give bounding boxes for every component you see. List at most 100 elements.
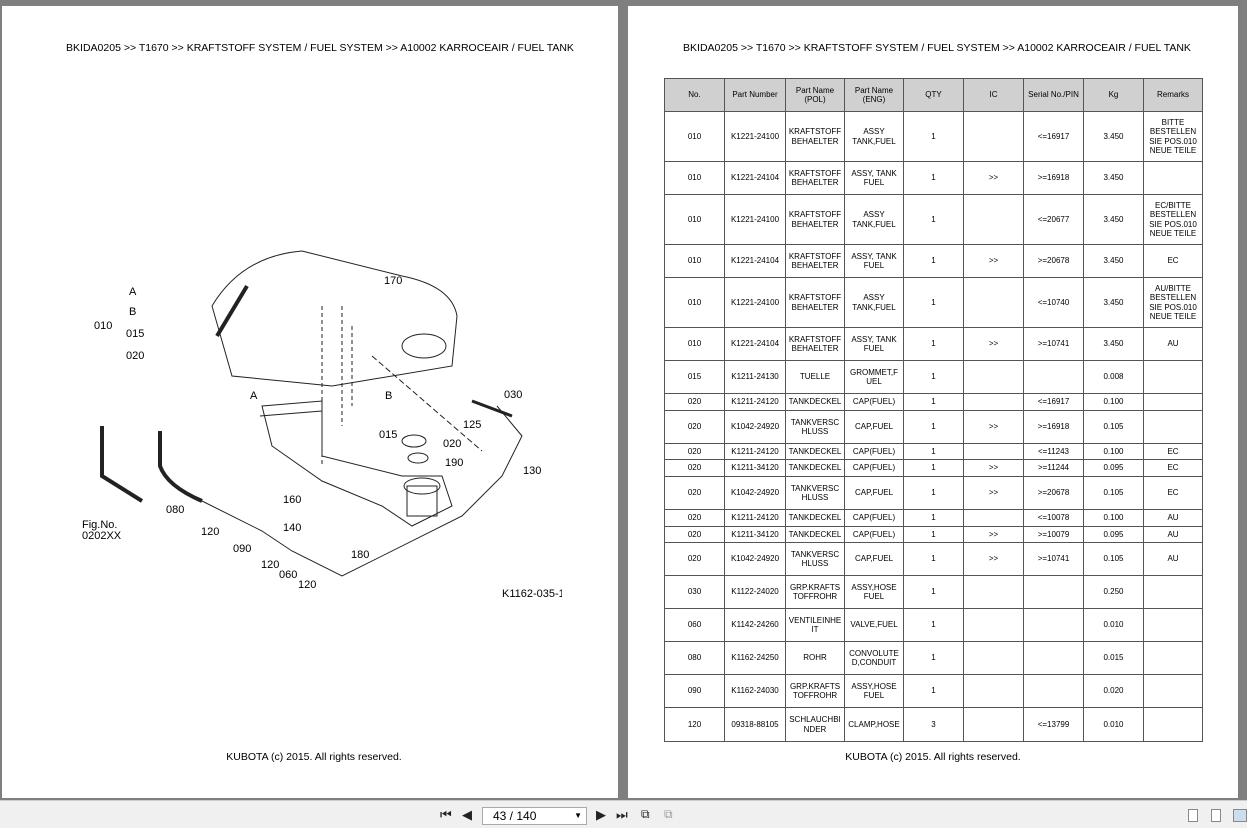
table-cell: KRAFTSTOFF BEHAELTER <box>785 244 845 278</box>
table-cell <box>1143 641 1203 675</box>
table-cell: EC <box>1143 443 1203 460</box>
table-cell <box>963 360 1024 394</box>
continuous-view-icon[interactable] <box>1211 809 1221 822</box>
table-cell: CONVOLUTE D,CONDUIT <box>844 641 904 675</box>
table-cell: ASSY TANK,FUEL <box>844 277 904 328</box>
table-cell: 1 <box>903 575 964 609</box>
table-cell: 0.100 <box>1083 509 1144 527</box>
table-cell <box>1023 641 1084 675</box>
table-cell: 1 <box>903 327 964 361</box>
page-selector[interactable]: 43 / 140▼ <box>482 807 587 825</box>
table-cell: 3.450 <box>1083 277 1144 328</box>
table-cell: K1211-24120 <box>724 443 786 460</box>
table-cell: 010 <box>664 244 725 278</box>
chevron-down-icon: ▼ <box>574 811 582 820</box>
table-cell: AU <box>1143 526 1203 543</box>
table-cell: >=10741 <box>1023 542 1084 576</box>
table-cell: EC <box>1143 476 1203 510</box>
svg-text:010: 010 <box>94 320 112 332</box>
table-cell: SCHLAUCHBI NDER <box>785 707 845 742</box>
table-cell <box>963 393 1024 411</box>
table-cell: 010 <box>664 194 725 245</box>
right-page: BKIDA0205 >> T1670 >> KRAFTSTOFF SYSTEM … <box>628 6 1238 798</box>
column-header: Part Name (ENG) <box>844 78 904 112</box>
table-cell: >> <box>963 476 1024 510</box>
svg-text:015: 015 <box>126 328 144 340</box>
table-cell: AU/BITTE BESTELLEN SIE POS.010 NEUE TEIL… <box>1143 277 1203 328</box>
svg-text:020: 020 <box>443 438 461 450</box>
svg-text:090: 090 <box>233 543 251 555</box>
table-cell: 090 <box>664 674 725 708</box>
table-cell: ASSY, TANK FUEL <box>844 244 904 278</box>
table-cell: 1 <box>903 476 964 510</box>
table-cell: >> <box>963 459 1024 477</box>
svg-text:180: 180 <box>351 549 369 561</box>
svg-text:K1162-035-11: K1162-035-11 <box>502 588 562 600</box>
copy-icon[interactable]: ⧉ <box>641 807 650 821</box>
table-cell: 0.250 <box>1083 575 1144 609</box>
next-page-icon[interactable]: ▶ <box>596 807 606 822</box>
table-cell: <=10740 <box>1023 277 1084 328</box>
table-cell: 020 <box>664 509 725 527</box>
table-cell <box>1023 575 1084 609</box>
table-cell: K1042-24920 <box>724 410 786 444</box>
svg-text:B: B <box>385 390 392 402</box>
table-cell: 1 <box>903 509 964 527</box>
table-cell <box>1023 608 1084 642</box>
table-cell <box>963 575 1024 609</box>
table-cell <box>1143 410 1203 444</box>
table-cell: K1211-34120 <box>724 526 786 543</box>
svg-text:015: 015 <box>379 429 397 441</box>
table-cell <box>963 111 1024 162</box>
table-cell: K1042-24920 <box>724 476 786 510</box>
page-header: BKIDA0205 >> T1670 >> KRAFTSTOFF SYSTEM … <box>683 42 1191 54</box>
table-cell: VENTILEINHE IT <box>785 608 845 642</box>
table-cell: 1 <box>903 244 964 278</box>
table-cell: 1 <box>903 194 964 245</box>
table-cell: >> <box>963 161 1024 195</box>
pdf-toolbar: ⏮ ◀ 43 / 140▼ ▶ ⏭ ⧉ ⧉ <box>0 800 1247 828</box>
table-cell: EC <box>1143 459 1203 477</box>
table-cell: ASSY, TANK FUEL <box>844 161 904 195</box>
column-header: Part Name (POL) <box>785 78 845 112</box>
table-cell: 1 <box>903 526 964 543</box>
table-cell: 1 <box>903 111 964 162</box>
column-header: Remarks <box>1143 78 1203 112</box>
svg-text:080: 080 <box>166 504 184 516</box>
paste-icon[interactable]: ⧉ <box>664 807 673 821</box>
table-cell: K1221-24104 <box>724 161 786 195</box>
single-page-view-icon[interactable] <box>1188 809 1198 822</box>
table-cell: K1142-24260 <box>724 608 786 642</box>
svg-text:120: 120 <box>261 559 279 571</box>
table-cell: GRP.KRAFTS TOFFROHR <box>785 674 845 708</box>
svg-text:A: A <box>129 286 137 298</box>
table-cell <box>1143 608 1203 642</box>
table-cell <box>1143 393 1203 411</box>
previous-page-icon[interactable]: ◀ <box>462 807 472 822</box>
table-cell: 0.020 <box>1083 674 1144 708</box>
page-footer: KUBOTA (c) 2015. All rights reserved. <box>226 751 402 763</box>
table-cell: 1 <box>903 608 964 642</box>
last-page-icon[interactable]: ⏭ <box>616 807 628 822</box>
two-page-view-icon[interactable] <box>1233 809 1247 822</box>
svg-text:170: 170 <box>384 275 402 287</box>
table-cell: 0.100 <box>1083 393 1144 411</box>
table-cell: K1162-24250 <box>724 641 786 675</box>
svg-text:140: 140 <box>283 522 301 534</box>
table-cell: CAP(FUEL) <box>844 509 904 527</box>
table-cell: CAP(FUEL) <box>844 393 904 411</box>
first-page-icon[interactable]: ⏮ <box>440 807 452 822</box>
table-cell <box>1143 674 1203 708</box>
table-cell: CAP(FUEL) <box>844 526 904 543</box>
table-cell: TANKVERSC HLUSS <box>785 476 845 510</box>
table-cell: 3.450 <box>1083 194 1144 245</box>
